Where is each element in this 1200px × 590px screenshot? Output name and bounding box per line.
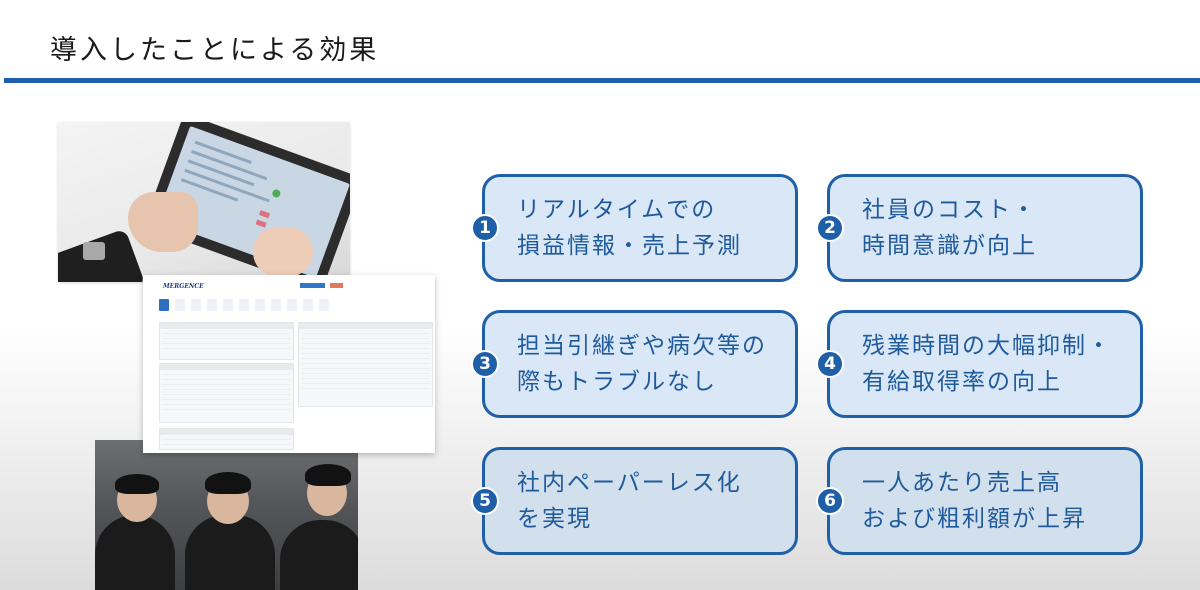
benefit-text-4: 残業時間の大幅抑制・ 有給取得率の向上 [862, 333, 1112, 395]
team-photo [95, 440, 358, 590]
benefit-card-4: 4 残業時間の大幅抑制・ 有給取得率の向上 [816, 310, 1143, 418]
person-left [95, 515, 175, 590]
person-center [185, 515, 275, 590]
number-badge-3: 3 [471, 350, 499, 378]
app-panel-projects [298, 322, 433, 407]
app-red-button [330, 283, 343, 288]
app-panel-summary [159, 322, 294, 360]
slide-title: 導入したことによる効果 [50, 35, 380, 66]
hand-left [128, 192, 198, 252]
benefit-text-6: 一人あたり売上高 および粗利額が上昇 [862, 470, 1087, 532]
benefit-text-2: 社員のコスト・ 時間意識が向上 [862, 197, 1037, 259]
number-badge-1: 1 [471, 214, 499, 242]
benefit-text-1: リアルタイムでの 損益情報・売上予測 [517, 197, 742, 259]
app-panel-departments [159, 363, 294, 423]
watch-shape [83, 242, 105, 260]
tablet-photo [58, 122, 350, 282]
app-nav [159, 299, 329, 313]
hair-center [205, 472, 251, 494]
app-logo: MERGENCE [163, 283, 204, 290]
app-screenshot: MERGENCE [143, 275, 435, 453]
benefit-card-2: 2 社員のコスト・ 時間意識が向上 [816, 174, 1143, 282]
app-panel-monthly [159, 428, 294, 450]
benefit-card-5: 5 社内ペーパーレス化 を実現 [471, 447, 798, 555]
benefit-card-1: 1 リアルタイムでの 損益情報・売上予測 [471, 174, 798, 282]
app-header: MERGENCE [143, 275, 435, 297]
hair-right [305, 464, 351, 486]
benefit-text-3: 担当引継ぎや病欠等の 際もトラブルなし [517, 333, 767, 395]
benefit-card-3: 3 担当引継ぎや病欠等の 際もトラブルなし [471, 310, 798, 418]
number-badge-5: 5 [471, 487, 499, 515]
title-underline [4, 78, 1200, 83]
number-badge-6: 6 [816, 487, 844, 515]
benefits-grid: 1 リアルタイムでの 損益情報・売上予測 2 社員のコスト・ 時間意識が向上 3… [470, 172, 1150, 562]
number-badge-4: 4 [816, 350, 844, 378]
benefit-text-5: 社内ペーパーレス化 を実現 [517, 470, 742, 532]
person-right [280, 520, 358, 590]
hair-left [115, 474, 159, 494]
number-badge-2: 2 [816, 214, 844, 242]
benefit-card-6: 6 一人あたり売上高 および粗利額が上昇 [816, 447, 1143, 555]
hand-right [253, 227, 313, 277]
app-blue-button [300, 283, 325, 288]
